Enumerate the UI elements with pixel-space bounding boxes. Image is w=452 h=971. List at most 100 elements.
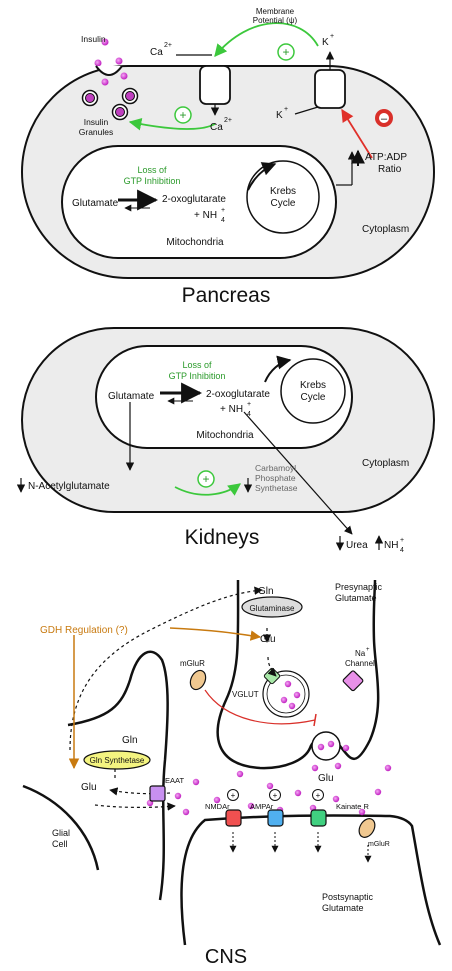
postsynaptic-label-2: Glutamate [322,903,364,913]
atp-label-2: Ratio [378,164,402,175]
cns-glu-glial: Glu [81,782,97,793]
atp-label-1: ATP:ADP [365,152,407,163]
insulin-label: Insulin [81,34,106,44]
k-top-sup: + [330,33,334,40]
glutaminase-enzyme [241,596,303,618]
potassium-channel [314,69,346,109]
kidney-cyto-label: Cytoplasm [362,458,409,469]
pancreas-krebs-1: Krebs [270,186,296,197]
kainate-receptor [310,809,327,827]
kidney-krebs-cycle [280,358,346,424]
nmda-plus: + [231,791,236,800]
mglur-post-label: mGluR [368,841,390,848]
gdh-regulation-label: GDH Regulation (?) [40,625,128,636]
presynaptic-label-2: Glutamate [335,593,377,603]
mglur-postsynaptic [358,818,376,838]
granules-label-2: Granules [79,127,114,137]
cps-label-2: Phosphate [255,473,296,483]
membrane-label-1: Membrane [256,7,295,16]
ca-top-sup: 2+ [164,42,172,49]
k-top-label: K [322,37,329,48]
membrane-label-2: Potential (ψ) [253,16,298,25]
ampa-label: AMPAr [250,802,274,811]
ampa-plus: + [273,791,278,800]
n-acetylglutamate-label: N-Acetylglutamate [28,481,110,492]
pancreas-glutamate: Glutamate [72,198,119,209]
ca-bottom-sup: 2+ [224,117,232,124]
kidney-krebs-1: Krebs [300,380,326,391]
calcium-to-granules-arrow [128,118,216,131]
pancreas-nh4: + NH [194,210,217,221]
mglur-presynaptic [189,669,207,691]
pancreas-loss-label-1: Loss of [137,165,167,175]
na-label: Na [355,649,366,658]
postsynaptic-membrane [180,814,442,946]
gdh-to-neuron-arrow [169,627,262,641]
glial-label-1: Glial [52,828,70,838]
pancreas-oxoglutarate: 2-oxoglutarate [162,194,226,205]
gln-synthetase-enzyme [83,750,151,770]
cns-glu-cleft: Glu [318,773,334,784]
pancreas-nh4-sub: 4 [221,217,225,224]
kainate-label: Kainate R [336,802,370,811]
insulin-dots [94,38,128,86]
cps-label-1: Carbamoyl [255,463,296,473]
pancreas-plus-2: + [179,108,186,122]
nh4-out-label: NH [384,540,398,551]
pancreas-krebs-2: Cycle [270,198,295,209]
vesicle-glutamate [280,680,301,710]
postsynaptic-label-1: Postsynaptic [322,892,374,902]
cns-gln-glial: Gln [122,735,138,746]
pancreas-panel: + + – Insulin Insulin Granules Ca 2+ Ca … [21,7,435,307]
glutaminase-label: Glutaminase [250,604,295,613]
kidney-krebs-2: Cycle [300,392,325,403]
ampa-receptor [267,809,284,827]
k-bottom-sup: + [284,106,288,113]
ca-bottom-label: Ca [210,122,223,133]
kainate-plus: + [316,791,321,800]
granules-label-1: Insulin [84,117,109,127]
kidneys-title: Kidneys [185,526,260,549]
cns-panel: + + + Gln Glutaminase Glu Presynaptic Gl… [22,579,442,968]
kidney-nh4-sub: 4 [247,411,251,418]
kidney-mito-label: Mitochondria [196,430,254,441]
cps-label-3: Synthetase [255,483,298,493]
sodium-channel [342,670,364,692]
nh4-out-sub: 4 [400,547,404,554]
insulin-granules [81,87,139,121]
membrane-potential-arrow [214,22,319,57]
kidney-oxoglutarate: 2-oxoglutarate [206,389,270,400]
na-sup: + [366,647,370,653]
glial-cell-membrane [67,650,169,901]
kidney-plus: + [202,472,209,486]
cleft-glutamate [146,740,392,816]
cns-title: CNS [205,946,247,968]
pancreas-minus: – [381,113,388,125]
vglut-label: VGLUT [232,690,259,699]
calcium-channel [199,65,231,105]
cns-glu-presynaptic: Glu [260,634,276,645]
presynaptic-label-1: Presynaptic [335,582,383,592]
glial-cell-lower-membrane [22,784,100,871]
kidney-nh4: + NH [220,404,243,415]
nh4-out-sup: + [400,537,404,544]
pancreas-cyto-label: Cytoplasm [362,224,409,235]
pancreas-plus-1: + [282,45,289,59]
pancreas-krebs-cycle [246,160,320,234]
pancreas-title: Pancreas [182,284,271,307]
eaat-transporter [149,785,166,802]
channel-label: Channel [345,659,375,668]
gln-synthetase-label: Gln Synthetase [90,756,145,765]
atp-inhibit-arrow [341,108,373,159]
cns-gln-top: Gln [258,586,274,597]
receptor-activation-badges [227,789,324,801]
mglur-inhibition-line [204,689,316,725]
kidneys-panel: + Loss of GTP Inhibition Glutamate 2-oxo… [16,327,435,554]
pancreas-mito-label: Mitochondria [166,237,224,248]
glial-label-2: Cell [52,839,68,849]
kidney-nh4-sup: + [247,401,251,408]
release-vesicle [311,731,341,761]
pancreas-loss-label-2: GTP Inhibition [124,176,181,186]
mglur-top-label: mGluR [180,659,205,668]
